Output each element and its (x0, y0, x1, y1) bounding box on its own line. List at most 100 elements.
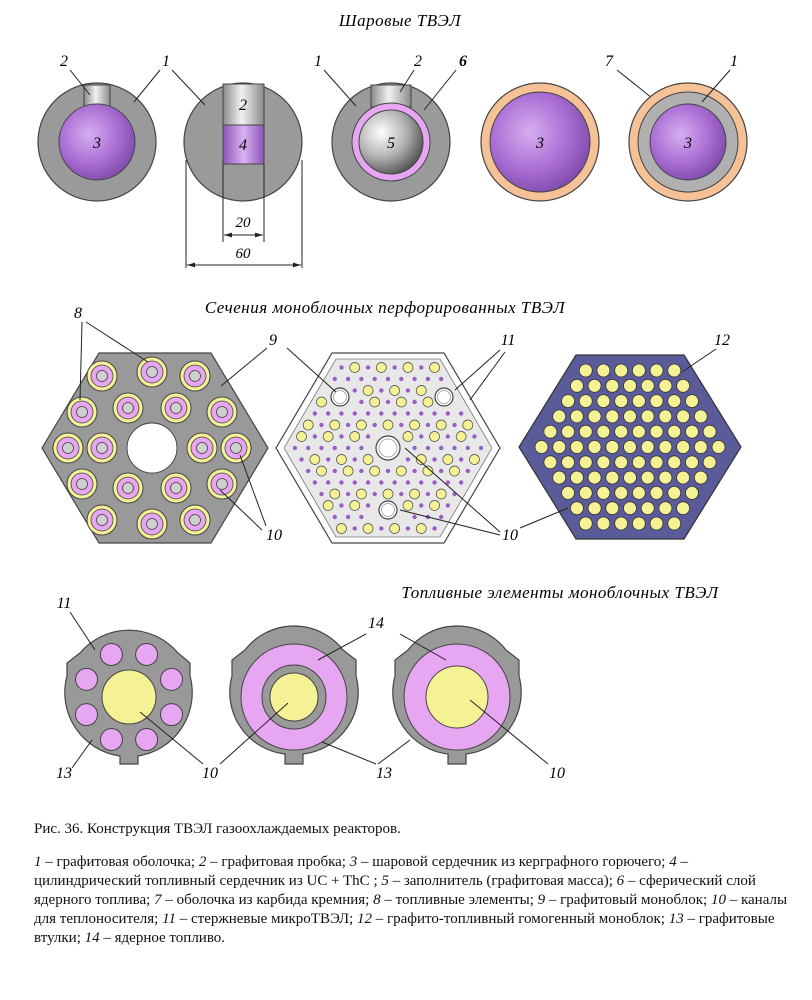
fuel-element-core (122, 402, 134, 414)
title-spherical: Шаровые ТВЭЛ (338, 11, 462, 30)
coolant-channel (561, 424, 575, 439)
fuel-particle (339, 434, 344, 439)
label-10: 10 (202, 765, 218, 782)
coolant-channel (578, 363, 593, 378)
coolant-channel-inner (381, 503, 395, 517)
fuel-element-core (170, 402, 182, 414)
coolant-channel (578, 424, 593, 439)
label-1: 1 (730, 53, 738, 70)
coolant-channel (552, 440, 567, 454)
fuel-particle (458, 480, 464, 485)
fuel-particle (365, 411, 371, 416)
coolant-channel (667, 516, 682, 531)
fuel-particle (439, 376, 444, 382)
fuel-element-2 (229, 625, 359, 765)
micro-fuel-rod (429, 431, 440, 442)
fuel-particle (372, 422, 377, 428)
label-12: 12 (714, 332, 730, 349)
label-3: 3 (683, 135, 692, 152)
legend-text: – стержневые микроТВЭЛ; (175, 911, 357, 927)
fuel-particle (365, 365, 371, 370)
coolant-channel (623, 501, 637, 516)
coolant-channel (570, 501, 584, 516)
coolant-channel (578, 485, 593, 500)
coolant-channel (631, 516, 646, 531)
fuel-particle (325, 411, 331, 416)
fuel-particle (405, 457, 411, 462)
fuel-particle (372, 376, 377, 382)
micro-fuel-rod (369, 465, 381, 477)
coolant-channel (667, 455, 682, 470)
coolant-channel (667, 424, 682, 439)
coolant-channel (543, 455, 558, 470)
micro-fuel-rod (309, 454, 321, 465)
coolant-channel (561, 455, 575, 470)
micro-fuel-rod (349, 500, 361, 511)
caption-title: Рис. 36. Конструкция ТВЭЛ газоохлаждаемы… (34, 821, 401, 837)
micro-fuel-rod (442, 454, 454, 465)
micro-fuel-rod (422, 396, 434, 408)
coolant-channel (640, 440, 655, 454)
coolant-channel (605, 378, 620, 393)
coolant-channel (631, 363, 646, 378)
fuel-particle (452, 422, 457, 428)
sphere-filler: 5 (331, 82, 451, 202)
legend-number: 5 (381, 873, 389, 889)
fuel-particle (452, 445, 457, 451)
label-13: 13 (56, 765, 72, 782)
coolant-channel (693, 440, 708, 454)
micro-fuel-rod (75, 703, 99, 727)
micro-fuel-rod (362, 454, 374, 465)
legend-text: – заполнитель (графитовая масса); (388, 873, 617, 889)
fuel-element-core (196, 442, 208, 454)
fuel-particle (458, 411, 464, 416)
fuel-particle (306, 445, 311, 451)
coolant-channel (605, 501, 620, 516)
micro-fuel-rod (296, 431, 307, 442)
label-8: 8 (74, 305, 82, 322)
coolant-channel (649, 363, 664, 378)
fuel-particle (478, 445, 484, 451)
fuel-particle (359, 399, 364, 405)
legend-text: – графитовый моноблок; (545, 892, 711, 908)
fuel-element-core (216, 478, 228, 490)
coolant-channel (614, 516, 629, 531)
fuel-particle (399, 422, 404, 428)
coolant-channel-inner (437, 390, 451, 404)
fuel-particle (439, 468, 444, 474)
fuel-particle (339, 480, 344, 485)
fuel-particle (432, 457, 437, 462)
micro-fuel-rod (159, 667, 183, 691)
fuel-element-core (216, 406, 228, 418)
coolant-channel (676, 501, 690, 516)
coolant-channel (623, 409, 637, 424)
fuel-particle (345, 376, 351, 382)
fuel-particle (472, 434, 477, 439)
fuel-element-3 (392, 625, 522, 765)
coolant-channel (614, 485, 629, 500)
fuel-particle (419, 365, 424, 370)
micro-fuel-rod (99, 727, 123, 751)
coolant-channel (605, 470, 620, 485)
coolant-channel (596, 424, 611, 439)
coolant-channel (614, 363, 629, 378)
fuel-particle (359, 514, 364, 520)
fuel-particle (332, 376, 337, 382)
sphere-1: 3 (37, 82, 157, 202)
micro-fuel-rod (469, 454, 480, 465)
fuel-particle (339, 365, 344, 370)
fuel-particle (325, 457, 331, 462)
fuel-particle (352, 480, 357, 485)
coolant-channel (578, 455, 593, 470)
coolant-channel (649, 516, 664, 531)
micro-fuel-rod (409, 419, 420, 431)
micro-fuel-rod (316, 396, 327, 408)
micro-fuel-rod (336, 523, 347, 534)
sphere-sic: 3 (480, 82, 600, 202)
fuel-particle (439, 514, 444, 520)
legend-text: – графито-топливный гомогенный моноблок; (372, 911, 669, 927)
coolant-channel (667, 363, 682, 378)
micro-fuel-rod (336, 454, 347, 465)
coolant-channel (587, 378, 602, 393)
coolant-channel (640, 378, 655, 393)
